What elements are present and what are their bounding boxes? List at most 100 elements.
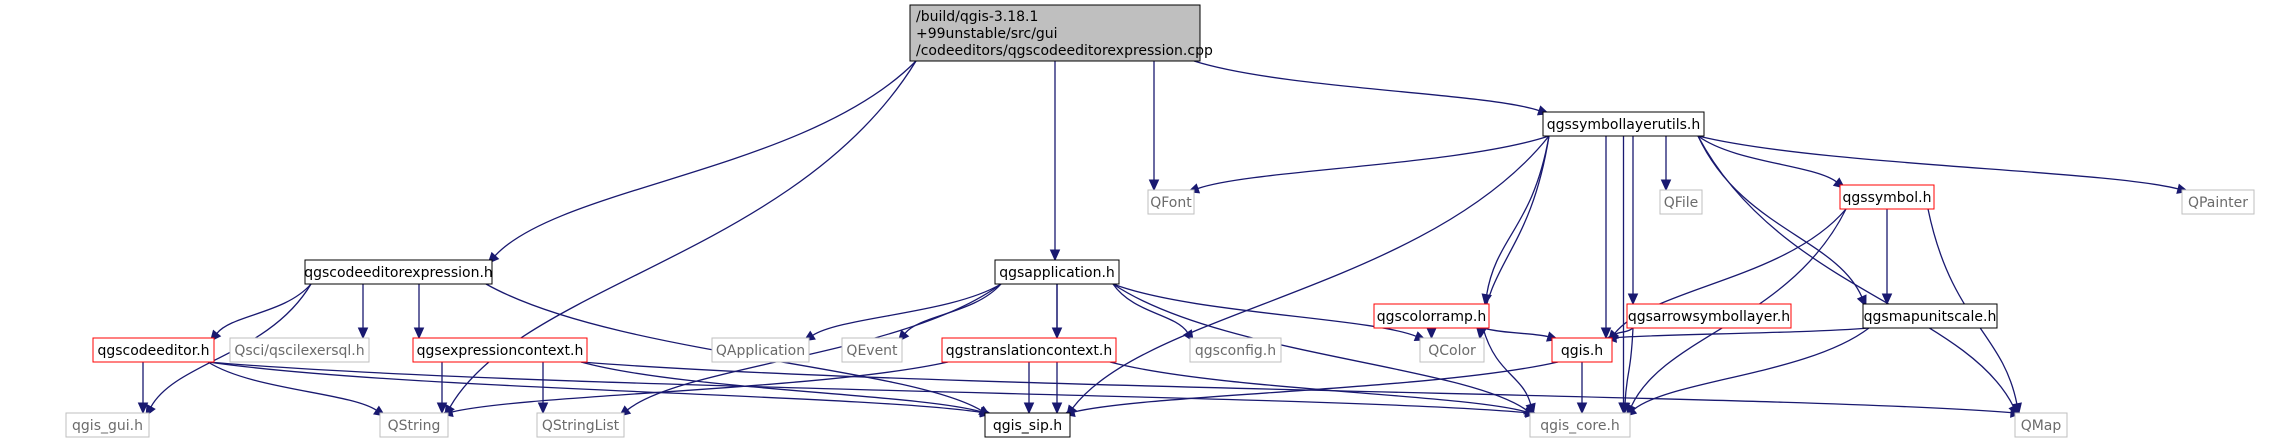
node-box <box>304 259 493 285</box>
edge-line <box>1482 327 1549 338</box>
node-qapplication: QApplication <box>711 337 810 363</box>
node-label: qgsconfig.h <box>1195 343 1276 359</box>
node-qgis[interactable]: qgis.h <box>1551 337 1613 363</box>
edge-line <box>1486 135 1550 295</box>
node-box <box>1189 337 1282 363</box>
node-label: qgis_sip.h <box>993 418 1062 434</box>
node-qgis_sip[interactable]: qgis_sip.h <box>984 412 1071 438</box>
arrowhead <box>1600 327 1612 340</box>
edge-qgstranslationcontext-to-qgis_sip <box>1023 362 1035 415</box>
arrowhead <box>357 327 369 340</box>
edge-qgsapplication-to-qgsconfig <box>1112 283 1194 342</box>
node-qmap: QMap <box>2014 412 2068 438</box>
node-label: qgscolorramp.h <box>1377 309 1486 325</box>
node-label: QString <box>388 418 441 434</box>
arrowhead <box>436 402 448 415</box>
edge-line <box>1697 135 2179 190</box>
node-label: qgis.h <box>1561 343 1603 359</box>
arrowhead <box>1049 249 1061 262</box>
edge-qgssymbol-to-qgsmapunitscale <box>1881 209 1893 306</box>
node-qgssymbollayerutils[interactable]: qgssymbollayerutils.h <box>1542 111 1705 137</box>
edges-layer <box>137 60 2189 418</box>
node-box <box>1542 111 1705 137</box>
edge-line <box>207 361 1527 414</box>
node-box <box>909 4 1201 62</box>
node-label: QFile <box>1664 195 1698 211</box>
edge-qgssymbollayerutils-to-qgsarrowsymbollayer <box>1627 136 1639 306</box>
edge-qgscodeeditor-to-qstring <box>207 361 386 417</box>
node-label: QFont <box>1150 195 1192 211</box>
node-qfile: QFile <box>1659 189 1703 215</box>
edge-line <box>216 283 312 334</box>
node-label: /build/qgis-3.18.1 <box>916 9 1038 25</box>
node-qgsapplication[interactable]: qgsapplication.h <box>994 259 1120 285</box>
edge-line <box>1624 327 1634 404</box>
edge-qgsmapunitscale-to-qgis <box>1604 327 1870 343</box>
arrowhead <box>1660 179 1672 192</box>
edge-qgscolorramp-to-qgis <box>1482 327 1559 342</box>
node-box <box>1659 189 1703 215</box>
edge-qgsarrowsymbollayer-to-qgis_core <box>1619 327 1634 415</box>
edge-qgstranslationcontext-to-qstring <box>441 361 949 418</box>
node-qgstranslationcontext[interactable]: qgstranslationcontext.h <box>941 337 1117 363</box>
node-label: qgis_core.h <box>1540 418 1620 434</box>
edge-qgsexpressioncontext-to-qstring <box>436 362 448 415</box>
node-label: qgstranslationcontext.h <box>946 343 1112 359</box>
node-box <box>65 412 150 438</box>
node-label: qgis_gui.h <box>72 418 143 434</box>
edge-qgscodeeditorexpression-to-qscilexersql <box>357 283 369 340</box>
node-box <box>841 337 903 363</box>
node-qgscodeeditorexpression[interactable]: qgscodeeditorexpression.h <box>304 259 493 285</box>
node-qgsexpressioncontext[interactable]: qgsexpressioncontext.h <box>412 337 588 363</box>
node-label: Qsci/qscilexersql.h <box>234 343 364 359</box>
node-root[interactable]: /build/qgis-3.18.1+99unstable/src/gui/co… <box>909 4 1213 62</box>
node-qfont: QFont <box>1147 189 1195 215</box>
node-label: QPainter <box>2188 195 2248 211</box>
edge-line <box>1480 135 1550 329</box>
edge-line <box>1633 327 1870 411</box>
node-qgscodeeditor[interactable]: qgscodeeditor.h <box>92 337 215 363</box>
arrowhead <box>137 402 149 415</box>
edge-line <box>207 361 982 413</box>
edge-line <box>812 283 1002 336</box>
node-qgscolorramp[interactable]: qgscolorramp.h <box>1373 303 1490 329</box>
edge-root-to-qgsapplication <box>1049 60 1061 262</box>
node-box <box>412 337 588 363</box>
edge-qgssymbollayerutils-to-qfile <box>1660 135 1672 192</box>
node-box <box>711 337 810 363</box>
edge-qgssymbollayerutils-to-qgis_core <box>1618 135 1629 415</box>
node-box <box>1419 337 1485 363</box>
edge-line <box>1112 283 1417 337</box>
node-box <box>984 412 1071 438</box>
node-box <box>994 259 1120 285</box>
node-qevent: QEvent <box>841 337 903 363</box>
node-label: qgsarrowsymbollayer.h <box>1628 309 1790 325</box>
edge-line <box>451 361 949 413</box>
node-qgsarrowsymbollayer[interactable]: qgsarrowsymbollayer.h <box>1626 303 1792 329</box>
node-qscilexersql: Qsci/qscilexersql.h <box>229 337 370 363</box>
node-qpainter: QPainter <box>2181 189 2255 215</box>
arrowhead <box>413 327 425 340</box>
arrowhead <box>1576 402 1588 415</box>
edge-qgsexpressioncontext-to-qmap <box>580 361 2023 418</box>
nodes-layer: /build/qgis-3.18.1+99unstable/src/gui/co… <box>65 4 2255 438</box>
edge-qgssymbollayerutils-to-qgssymbol <box>1697 135 1846 189</box>
edge-line <box>1193 60 1540 112</box>
edge-qgsexpressioncontext-to-qstringlist <box>537 361 549 415</box>
node-qgssymbol[interactable]: qgssymbol.h <box>1839 184 1935 210</box>
node-qgsmapunitscale[interactable]: qgsmapunitscale.h <box>1862 303 1998 329</box>
node-label: QMap <box>2021 418 2062 434</box>
edge-line <box>1112 283 1527 411</box>
arrowhead <box>1619 402 1631 415</box>
edge-qgsexpressioncontext-to-qgis_sip <box>580 361 992 417</box>
arrowhead <box>1881 293 1893 306</box>
edge-qgsmapunitscale-to-qgis_core <box>1624 327 1870 417</box>
node-qgis_gui: qgis_gui.h <box>65 412 150 438</box>
edge-line <box>150 283 312 408</box>
edge-line <box>1697 135 1863 298</box>
edge-root-to-qfont <box>1148 61 1160 192</box>
arrowhead <box>537 402 549 415</box>
node-label: /codeeditors/qgscodeeditorexpression.cpp <box>916 43 1213 59</box>
node-box <box>2014 412 2068 438</box>
